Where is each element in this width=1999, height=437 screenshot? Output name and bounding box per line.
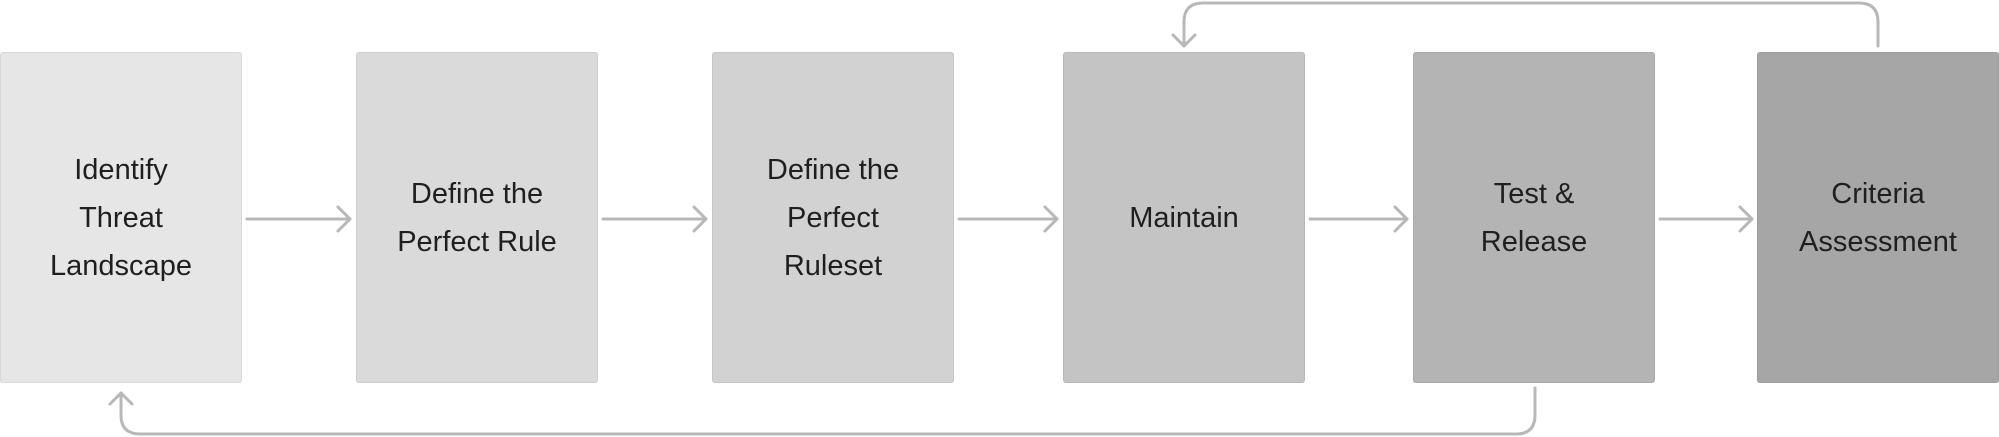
step-label: Criteria Assessment: [1799, 177, 1957, 258]
step-label: Identify Threat Landscape: [50, 153, 192, 282]
loop-test-release-to-identify: [108, 386, 1537, 436]
arrow-define-rule-to-define-ruleset: [601, 205, 708, 233]
step-label: Define the Perfect Rule: [397, 177, 557, 258]
step-define-perfect-ruleset: Define the Perfect Ruleset: [712, 52, 954, 383]
step-define-perfect-rule: Define the Perfect Rule: [356, 52, 598, 383]
arrow-test-release-to-criteria: [1658, 205, 1754, 233]
step-test-release: Test & Release: [1413, 52, 1655, 383]
step-identify-threat-landscape: Identify Threat Landscape: [0, 52, 242, 383]
loop-criteria-to-maintain: [1171, 1, 1880, 48]
arrow-identify-to-define-rule: [245, 205, 352, 233]
step-label: Maintain: [1129, 201, 1239, 234]
step-maintain: Maintain: [1063, 52, 1305, 383]
step-label: Define the Perfect Ruleset: [766, 153, 900, 282]
arrow-define-ruleset-to-maintain: [957, 205, 1059, 233]
step-criteria-assessment: Criteria Assessment: [1757, 52, 1999, 383]
arrow-maintain-to-test-release: [1308, 205, 1409, 233]
step-label: Test & Release: [1480, 177, 1588, 258]
